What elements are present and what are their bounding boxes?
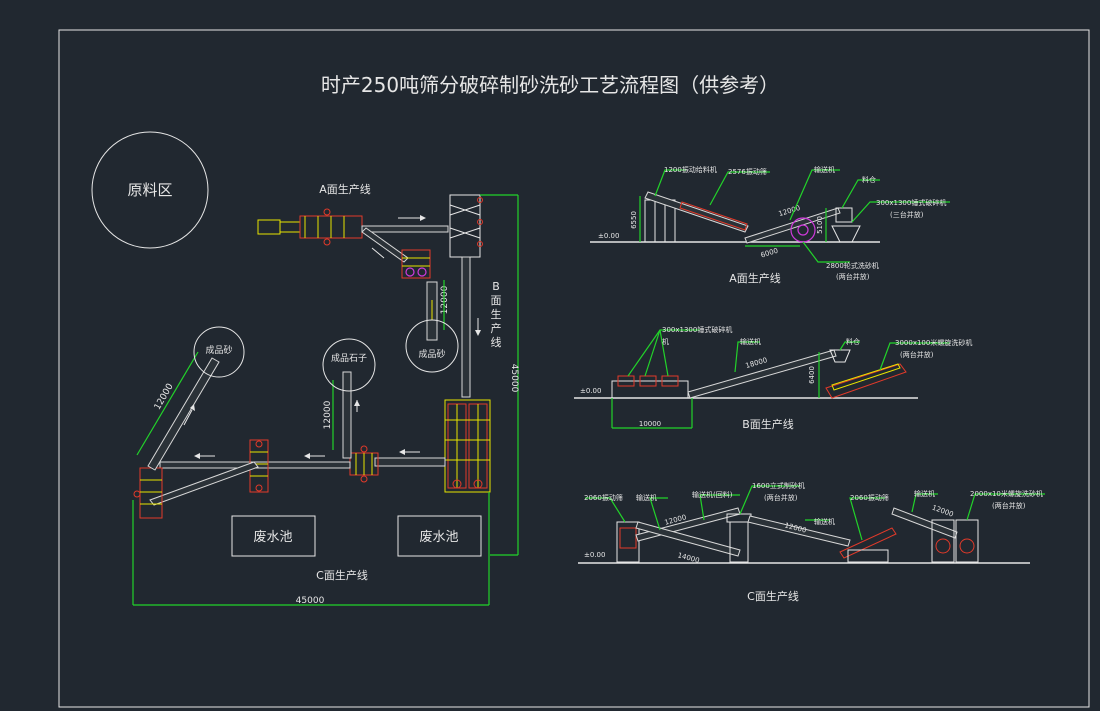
- svg-text:输送机: 输送机: [914, 489, 935, 498]
- waste-pool-label-1: 废水池: [253, 529, 292, 545]
- crusher-c: [349, 445, 379, 483]
- svg-text:3000x100米螺旋洗砂机: 3000x100米螺旋洗砂机: [895, 338, 972, 347]
- svg-text:输送机: 输送机: [814, 517, 835, 526]
- svg-text:12000: 12000: [931, 504, 955, 519]
- svg-text:输送机: 输送机: [814, 165, 835, 174]
- dim-45000-h: 45000: [296, 596, 325, 606]
- conveyor-c-return: [149, 461, 259, 506]
- svg-text:1200振动给料机: 1200振动给料机: [664, 165, 717, 174]
- svg-text:输送机(回料): 输送机(回料): [692, 490, 733, 499]
- svg-text:线: 线: [491, 335, 502, 349]
- svg-text:生: 生: [491, 307, 502, 321]
- elev-c-label: C面生产线: [747, 589, 799, 603]
- svg-text:(两台并放): (两台并放): [992, 501, 1026, 510]
- elev-b-label: B面生产线: [742, 417, 794, 431]
- svg-text:面: 面: [491, 294, 502, 307]
- drawing-title: 时产250吨筛分破碎制砂洗砂工艺流程图（供参考）: [321, 73, 779, 97]
- svg-text:(两台并放): (两台并放): [900, 350, 934, 359]
- product-sand-zone-2: [405, 319, 459, 373]
- elev-c-ground: ±0.00: [584, 551, 605, 559]
- screen-c: [133, 467, 163, 519]
- conveyor-b-1: [461, 256, 471, 398]
- svg-text:机: 机: [662, 337, 669, 346]
- svg-text:1600立式制砂机: 1600立式制砂机: [752, 481, 805, 490]
- svg-text:(三台并放): (三台并放): [890, 210, 924, 219]
- svg-text:300x1300锤式破碎机: 300x1300锤式破碎机: [876, 198, 946, 207]
- drawing-frame: [58, 29, 1090, 708]
- svg-text:2800轮式洗砂机: 2800轮式洗砂机: [826, 261, 879, 270]
- elev-b-ground: ±0.00: [580, 387, 601, 395]
- svg-text:6000: 6000: [760, 247, 779, 260]
- svg-text:12000: 12000: [778, 204, 802, 218]
- svg-text:300x1300锤式破碎机: 300x1300锤式破碎机: [662, 325, 732, 334]
- waste-pool-label-2: 废水池: [419, 529, 458, 545]
- svg-text:输送机: 输送机: [740, 337, 761, 346]
- raw-material-zone: [91, 131, 209, 249]
- dim-12000-b: 12000: [323, 400, 333, 429]
- svg-text:10000: 10000: [639, 420, 661, 428]
- dim-12000-a: 12000: [440, 285, 450, 314]
- line-a-equipment: [257, 208, 363, 246]
- svg-text:6550: 6550: [630, 211, 638, 229]
- line-b-tower: [449, 194, 481, 258]
- svg-text:料仓: 料仓: [862, 175, 876, 184]
- elevation-c: ±0.00 12000 14000 12000 12000 2060振动筛 输送…: [578, 481, 1045, 603]
- svg-text:2060振动筛: 2060振动筛: [850, 493, 889, 502]
- line-a-label: A面生产线: [319, 182, 371, 196]
- svg-text:18000: 18000: [745, 356, 769, 370]
- sand-washer-a: [401, 249, 431, 279]
- svg-text:产: 产: [491, 321, 502, 335]
- svg-text:(两台并放): (两台并放): [836, 272, 870, 281]
- elevation-b: ±0.00 10000 18000 6400 300x1300锤式破碎机 机 输…: [574, 325, 972, 431]
- dim-12000-c: 12000: [153, 382, 176, 412]
- svg-text:料仓: 料仓: [846, 337, 860, 346]
- svg-text:2060振动筛: 2060振动筛: [584, 493, 623, 502]
- svg-text:5100: 5100: [816, 216, 824, 234]
- line-b-label: B 面 生 产 线: [491, 280, 502, 349]
- svg-text:2576振动筛: 2576振动筛: [728, 167, 767, 176]
- line-c-label: C面生产线: [316, 568, 368, 582]
- conveyor-a-1: [361, 225, 449, 233]
- elev-a-ground: ±0.00: [598, 232, 619, 240]
- product-sand-label-2: 成品砂: [418, 348, 445, 360]
- waste-pool-2: [397, 515, 482, 557]
- conveyor-c-1: [374, 457, 446, 467]
- svg-text:6400: 6400: [808, 366, 816, 384]
- svg-text:(两台并放): (两台并放): [764, 493, 798, 502]
- product-sand-label-1: 成品砂: [205, 344, 232, 356]
- dim-45000-v: 45000: [509, 364, 519, 393]
- conveyor-c-sand: [147, 357, 220, 471]
- plan-view: 原料区 A面生产线 12000: [91, 131, 519, 606]
- product-stone-label: 成品石子: [331, 352, 367, 364]
- elev-a-label: A面生产线: [729, 271, 781, 285]
- waste-pool-1: [231, 515, 316, 557]
- raw-material-label: 原料区: [127, 181, 172, 199]
- sand-washer-b: [444, 399, 491, 493]
- svg-text:输送机: 输送机: [636, 493, 657, 502]
- conveyor-a-2: [361, 227, 409, 263]
- svg-text:2000x10米螺旋洗砂机: 2000x10米螺旋洗砂机: [970, 489, 1043, 498]
- conveyor-c-stone: [342, 371, 352, 459]
- svg-text:B: B: [492, 280, 500, 293]
- product-stone-zone: [322, 338, 376, 392]
- product-sand-zone-1: [193, 326, 245, 378]
- elevation-a: ±0.00 6550 12000 6000 5100 1200振动给料机 257…: [590, 165, 950, 285]
